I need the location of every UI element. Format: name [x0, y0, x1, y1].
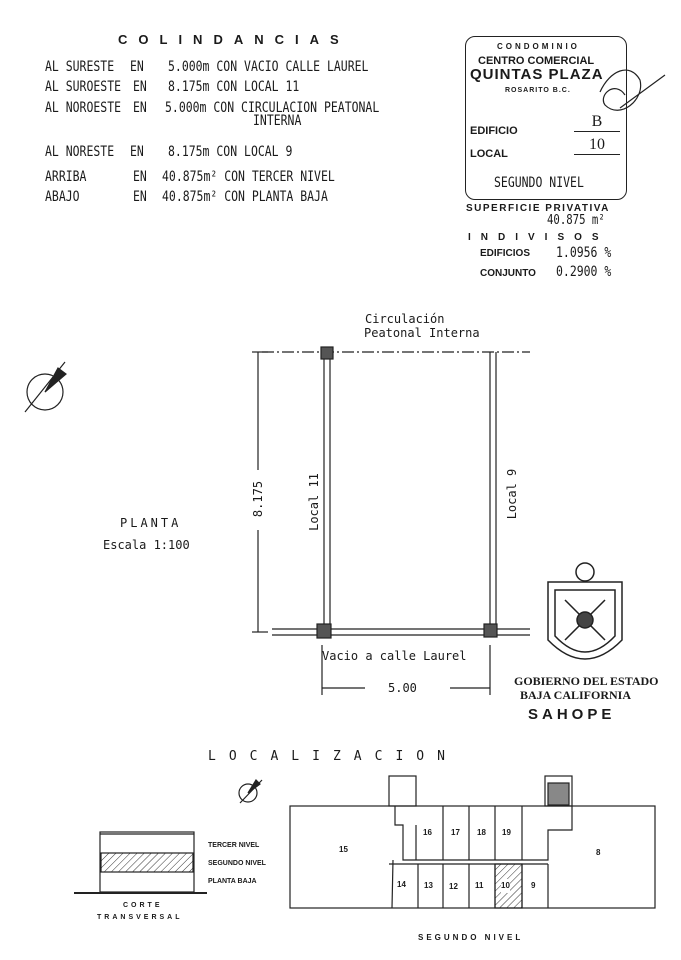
unit-label: 12	[449, 882, 458, 891]
indivisos-label: INDIVISOS	[468, 232, 609, 243]
floor-plan	[252, 346, 530, 695]
centro-comercial: CENTRO COMERCIAL	[478, 55, 595, 67]
floor-caption: SEGUNDO NIVEL	[418, 933, 524, 942]
edificios-value: 1.0956 %	[556, 245, 612, 261]
row-desc-cont: INTERNA	[253, 113, 302, 129]
cross-section	[74, 831, 207, 894]
state-seal-logo	[547, 562, 623, 660]
row-dir: AL NOROESTE	[45, 100, 122, 116]
unit-label-highlighted: 10	[501, 879, 510, 893]
row-desc: 40.875m² CON PLANTA BAJA	[162, 189, 328, 205]
row-en: EN	[133, 100, 147, 116]
dimension-horizontal: 5.00	[388, 681, 417, 695]
localizacion-title: LOCALIZACION	[208, 749, 458, 764]
level-label: SEGUNDO NIVEL	[208, 860, 266, 867]
escala-label: Escala 1:100	[103, 538, 190, 552]
site-plan	[289, 775, 656, 909]
north-arrow-icon	[24, 361, 67, 413]
edificio-label: EDIFICIO	[470, 125, 518, 137]
level-label: TERCER NIVEL	[208, 842, 260, 849]
unit-label: 16	[423, 828, 432, 837]
plan-bottom-label: Vacio a calle Laurel	[322, 649, 467, 663]
superficie-label: SUPERFICIE PRIVATIVA	[466, 203, 610, 214]
seal-line-1: GOBIERNO DEL ESTADO	[514, 674, 659, 688]
edificio-value: B	[574, 113, 620, 132]
seal-line-3: SAHOPE	[528, 706, 616, 723]
colindancias-title: COLINDANCIAS	[118, 32, 350, 47]
planta-label: PLANTA	[120, 516, 182, 530]
row-desc: 8.175m CON LOCAL 9	[168, 144, 293, 160]
row-desc: 8.175m CON LOCAL 11	[168, 79, 300, 95]
title-block	[465, 36, 627, 200]
unit-label: 14	[397, 880, 406, 889]
local-value: 10	[574, 136, 620, 155]
signature	[599, 69, 666, 111]
row-en: EN	[130, 144, 144, 160]
row-en: EN	[133, 189, 147, 205]
unit-label: 19	[502, 828, 511, 837]
unit-label: 11	[475, 881, 484, 890]
row-en: EN	[133, 169, 147, 185]
superficie-value: 40.875 m²	[547, 213, 605, 228]
row-dir: AL SURESTE	[45, 59, 115, 75]
plan-top-label-2: Peatonal Interna	[364, 326, 480, 340]
project-name: QUINTAS PLAZA	[470, 66, 604, 83]
nivel: SEGUNDO NIVEL	[494, 175, 584, 191]
row-en: EN	[130, 59, 144, 75]
row-en: EN	[133, 79, 147, 95]
transversal-label: TRANSVERSAL	[97, 914, 183, 921]
edificios-label: EDIFICIOS	[480, 248, 531, 259]
city: ROSARITO B.C.	[505, 87, 571, 94]
unit-label: 17	[451, 828, 460, 837]
plan-left-label: Local 11	[307, 473, 321, 531]
north-arrow-small-icon	[238, 779, 263, 804]
plan-right-label: Local 9	[505, 468, 519, 520]
unit-label: 9	[531, 881, 536, 890]
row-dir: AL SUROESTE	[45, 79, 122, 95]
row-dir: AL NORESTE	[45, 144, 115, 160]
row-dir: ABAJO	[45, 189, 80, 205]
seal-line-2: BAJA CALIFORNIA	[520, 688, 632, 702]
level-label: PLANTA BAJA	[208, 878, 257, 885]
row-desc: 5.000m CON CIRCULACION PEATONAL	[165, 100, 380, 116]
conjunto-label: CONJUNTO	[480, 268, 536, 279]
plan-top-label-1: Circulación	[365, 312, 445, 326]
conjunto-value: 0.2900 %	[556, 264, 612, 280]
unit-label: 8	[596, 848, 601, 857]
row-desc: 40.875m² CON TERCER NIVEL	[162, 169, 335, 185]
dimension-vertical: 8.175	[251, 480, 265, 518]
row-desc: 5.000m CON VACIO CALLE LAUREL	[168, 59, 369, 75]
local-label: LOCAL	[470, 148, 508, 160]
corte-label: CORTE	[123, 902, 163, 909]
unit-label: 18	[477, 828, 486, 837]
row-dir: ARRIBA	[45, 169, 87, 185]
unit-label: 15	[339, 845, 348, 854]
unit-label: 13	[424, 881, 433, 890]
condominio-label: CONDOMINIO	[497, 42, 580, 51]
